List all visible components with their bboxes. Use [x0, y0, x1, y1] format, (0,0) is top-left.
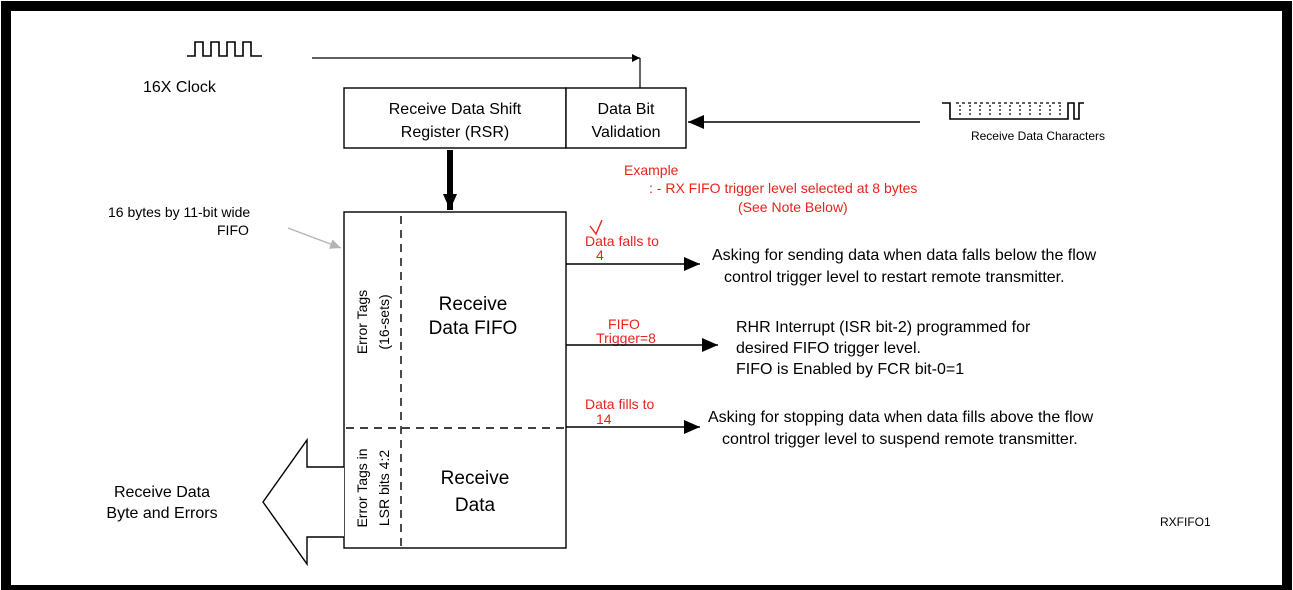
- fills-desc-line1: Asking for stopping data when data fills…: [708, 409, 1094, 426]
- rhr-desc-line3: FIFO is Enabled by FCR bit-0=1: [736, 361, 964, 378]
- checkmark-icon: [589, 219, 603, 236]
- rsr-block: [343, 87, 567, 149]
- rsr-label-line1: Receive Data Shift: [389, 101, 522, 118]
- falls-desc-line1: Asking for sending data when data falls …: [712, 247, 1097, 264]
- fills-desc-line2: control trigger level to suspend remote …: [722, 431, 1078, 448]
- fifo-block: [343, 211, 567, 549]
- validation-block: [565, 87, 687, 149]
- rx-chars-label: Receive Data Characters: [971, 129, 1105, 143]
- clock-label: 16X Clock: [143, 79, 217, 96]
- fifo-note-pointer: [287, 227, 342, 249]
- trigger-label-line2: Trigger=8: [596, 330, 656, 346]
- falls-label-line2: 4: [596, 247, 604, 263]
- output-label-line1: Receive Data: [114, 484, 210, 501]
- fifo-note-line2: FIFO: [217, 222, 249, 238]
- fills-label-line1: Data fills to: [585, 396, 654, 412]
- validation-label-line2: Validation: [591, 124, 660, 141]
- falls-desc-line2: control trigger level to restart remote …: [724, 269, 1065, 286]
- falls-label-line1: Data falls to: [585, 233, 659, 249]
- receive-data-line1: Receive: [441, 468, 510, 489]
- example-line2: : - RX FIFO trigger level selected at 8 …: [649, 180, 917, 196]
- hollow-left-arrow-icon: [262, 437, 344, 567]
- example-title: Example: [624, 162, 679, 178]
- fills-label-line2: 14: [596, 411, 612, 427]
- fifo-title-line2: Data FIFO: [429, 318, 518, 339]
- trigger-label-line1: FIFO: [608, 316, 640, 332]
- validation-label-line1: Data Bit: [598, 101, 655, 118]
- rhr-desc-line2: desired FIFO trigger level.: [736, 340, 921, 357]
- error-tags-line1: Error Tags: [354, 290, 370, 354]
- serial-data-waveform-icon: [942, 102, 1084, 120]
- output-label-line2: Byte and Errors: [106, 505, 217, 522]
- rhr-desc-line1: RHR Interrupt (ISR bit-2) programmed for: [736, 319, 1031, 336]
- rsr-label-line2: Register (RSR): [401, 124, 509, 141]
- fifo-note-line1: 16 bytes by 11-bit wide: [108, 204, 250, 220]
- error-tags-line2: (16-sets): [376, 294, 392, 349]
- receive-data-line2: Data: [455, 495, 496, 516]
- lsr-tags-line1: Error Tags in: [354, 448, 370, 527]
- figure-id: RXFIFO1: [1160, 515, 1211, 529]
- lsr-tags-line2: LSR bits 4:2: [376, 450, 392, 526]
- fifo-title-line1: Receive: [439, 294, 508, 315]
- square-wave-icon: [187, 41, 262, 57]
- example-line3: (See Note Below): [738, 199, 848, 215]
